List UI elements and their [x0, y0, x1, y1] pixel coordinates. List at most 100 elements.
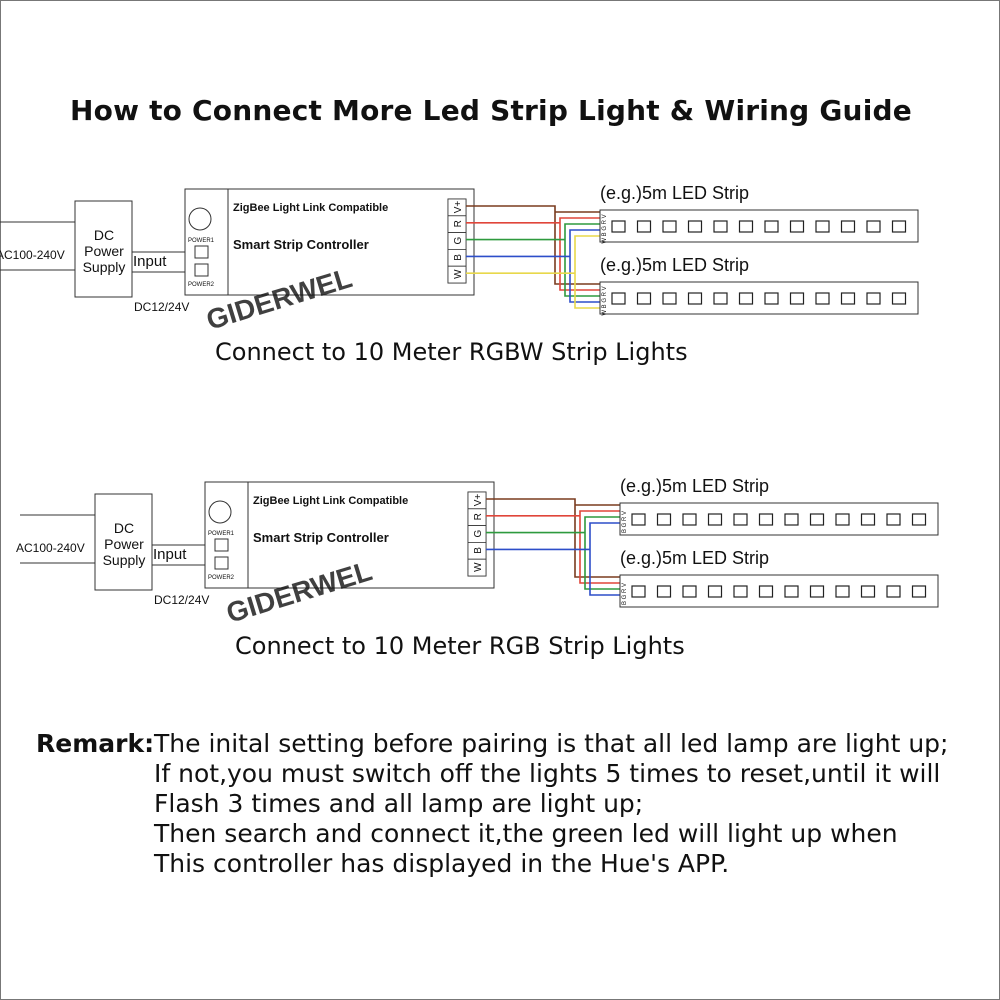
rgbw-terminal-cell-5 [447, 265, 467, 284]
rgbw-power2-port-icon [194, 263, 209, 277]
remark-line-1: The inital setting before pairing is tha… [154, 729, 949, 758]
rgb-terminal-label-1: V+ [473, 494, 484, 507]
rgb-caption: Connect to 10 Meter RGB Strip Lights [235, 632, 685, 660]
rgb-led-2-4 [707, 585, 723, 598]
rgb-led-2-11 [886, 585, 901, 598]
rgb-button-icon [208, 500, 232, 524]
rgbw-terminal-label-3: G [453, 236, 464, 244]
remark-line-2: If not,you must switch off the lights 5 … [154, 759, 941, 788]
rgb-strip-label-2: (e.g.)5m LED Strip [620, 548, 769, 568]
rgb-power-supply-box [94, 493, 153, 591]
rgb-power2-label: POWER2 [208, 575, 235, 581]
rgbw-led-2-3 [662, 292, 677, 305]
rgbw-power2-label: POWER2 [188, 282, 215, 288]
rgb-led-2-2 [656, 585, 672, 598]
rgbw-wire-5 [466, 235, 600, 309]
rgbw-dc-label: DC12/24V [134, 300, 189, 314]
rgb-wire-4 [486, 522, 620, 596]
rgbw-led-1-9 [815, 220, 830, 233]
rgb-terminal-label-2: R [473, 513, 484, 520]
rgbw-controller-power-panel [184, 188, 229, 296]
rgbw-power1-port-icon [194, 245, 209, 259]
rgbw-power1-label: POWER1 [188, 238, 215, 244]
rgbw-wire-4 [466, 229, 600, 303]
rgbw-led-2-2 [636, 292, 652, 305]
rgb-led-1-11 [886, 513, 901, 526]
rgbw-led-1-10 [840, 220, 856, 233]
rgbw-controller-box [184, 188, 475, 296]
rgbw-led-1-1 [611, 220, 626, 233]
rgbw-power-supply-box [74, 200, 133, 298]
rgbw-supply-text-3: Supply [83, 259, 126, 275]
rgbw-controller-header: ZigBee Light Link Compatible [233, 202, 388, 214]
rgbw-terminal-label-4: B [453, 254, 464, 261]
rgbw-led-1-11 [866, 220, 881, 233]
rgb-strip-2 [619, 574, 939, 608]
rgbw-input-label: Input [133, 253, 167, 270]
remark-line-5: This controller has displayed in the Hue… [154, 849, 730, 878]
rgbw-led-1-3 [662, 220, 677, 233]
rgb-strip-1 [619, 502, 939, 536]
rgbw-wire-3 [466, 223, 600, 297]
rgb-input-label: Input [153, 546, 187, 563]
rgbw-terminal-label-2: R [453, 220, 464, 227]
rgb-led-2-5 [733, 585, 748, 598]
rgb-led-1-12 [911, 513, 927, 526]
rgb-led-1-8 [809, 513, 825, 526]
rgb-led-1-7 [784, 513, 799, 526]
rgb-led-2-10 [860, 585, 876, 598]
rgbw-led-1-4 [687, 220, 703, 233]
rgbw-led-1-12 [891, 220, 907, 233]
rgb-led-1-1 [631, 513, 646, 526]
rgb-strip-pins-2: B G R V [622, 583, 628, 605]
rgbw-supply-text-1: DC [94, 227, 114, 243]
rgbw-strip-1 [599, 209, 919, 243]
rgbw-button-icon [188, 207, 212, 231]
rgb-power1-label: POWER1 [208, 531, 235, 537]
rgbw-led-2-12 [891, 292, 907, 305]
rgb-supply-text-2: Power [104, 536, 144, 552]
rgbw-strip-label-1: (e.g.)5m LED Strip [600, 183, 749, 203]
rgb-wire-3 [486, 516, 620, 590]
rgb-supply-text-3: Supply [103, 552, 146, 568]
remark-line-4: Then search and connect it,the green led… [154, 819, 898, 848]
rgbw-led-2-11 [866, 292, 881, 305]
rgbw-led-2-10 [840, 292, 856, 305]
rgbw-strip-pins-1: W B G R V [602, 214, 608, 243]
rgbw-led-1-2 [636, 220, 652, 233]
page-title: How to Connect More Led Strip Light & Wi… [70, 94, 912, 127]
rgb-wire-2 [486, 510, 620, 584]
rgb-terminal-label-4: B [473, 547, 484, 554]
rgb-led-2-6 [758, 585, 774, 598]
rgb-led-1-2 [656, 513, 672, 526]
rgb-power2-port-icon [214, 556, 229, 570]
rgb-led-1-9 [835, 513, 850, 526]
rgbw-terminal-label-5: W [453, 269, 464, 279]
rgb-terminal-label-3: G [473, 529, 484, 537]
rgb-strip-label-1: (e.g.)5m LED Strip [620, 476, 769, 496]
rgb-led-1-5 [733, 513, 748, 526]
rgb-controller-header: ZigBee Light Link Compatible [253, 495, 408, 507]
rgbw-strip-pins-2: W B G R V [602, 286, 608, 315]
rgb-led-2-8 [809, 585, 825, 598]
remark-label: Remark: [36, 729, 155, 758]
rgb-controller-name: Smart Strip Controller [253, 530, 389, 545]
rgb-strip-pins-1: B G R V [622, 511, 628, 533]
rgbw-controller-name: Smart Strip Controller [233, 237, 369, 252]
rgbw-led-1-6 [738, 220, 754, 233]
rgb-led-2-7 [784, 585, 799, 598]
rgb-led-2-9 [835, 585, 850, 598]
rgbw-led-1-8 [789, 220, 805, 233]
rgbw-led-2-5 [713, 292, 728, 305]
rgbw-led-2-8 [789, 292, 805, 305]
rgb-terminal-cell-5 [467, 558, 487, 577]
rgbw-ac-label: AC100-240V [0, 248, 65, 262]
rgbw-caption: Connect to 10 Meter RGBW Strip Lights [215, 338, 688, 366]
rgbw-wire-2 [466, 217, 600, 291]
rgb-dc-label: DC12/24V [154, 593, 209, 607]
rgb-led-1-6 [758, 513, 774, 526]
rgbw-strip-2 [599, 281, 919, 315]
rgbw-led-2-9 [815, 292, 830, 305]
rgb-led-2-3 [682, 585, 697, 598]
